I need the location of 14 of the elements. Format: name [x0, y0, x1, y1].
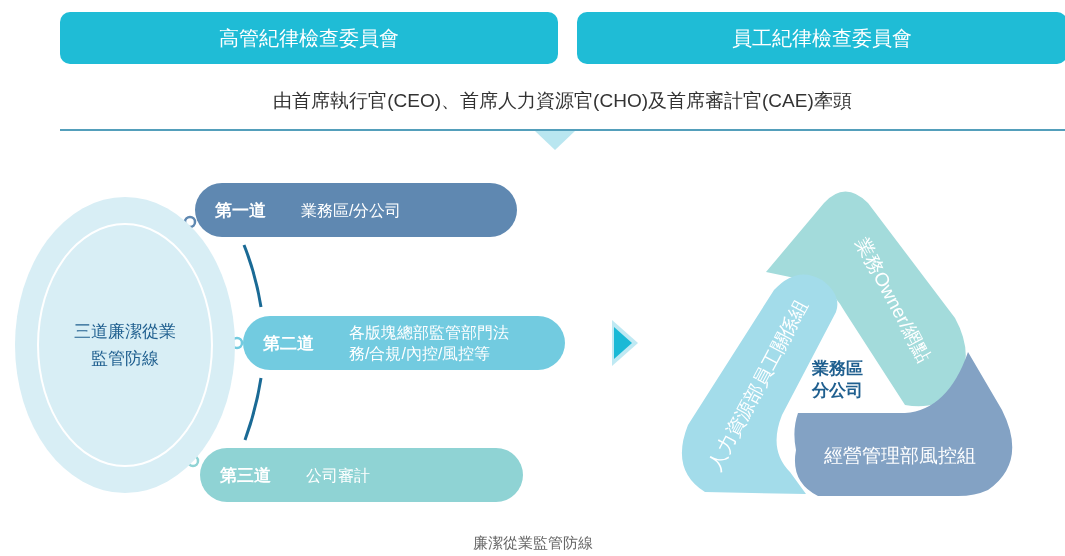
line-description: 各版塊總部監管部門法務/合規/內控/風控等 [349, 323, 510, 364]
subtitle-text: 由首席執行官(CEO)、首席人力資源官(CHO)及首席審計官(CAE)牽頭 [272, 89, 853, 113]
defense-line-pill [200, 448, 523, 502]
committee-box: 員工紀律檢查委員會 [577, 12, 1065, 64]
ellipse-title: 三道廉潔從業監管防線 [73, 321, 177, 370]
line-description: 公司審計 [306, 465, 370, 486]
line-description: 業務區/分公司 [301, 200, 402, 221]
caption: 廉潔從業監管防線 [471, 534, 594, 553]
defense-line-pill [243, 316, 565, 370]
defense-line-pill [195, 183, 517, 237]
line-number: 第三道 [220, 464, 272, 487]
line-number: 第一道 [215, 199, 267, 222]
committee-box: 高管紀律檢查委員會 [60, 12, 558, 64]
line-number: 第二道 [263, 332, 315, 355]
